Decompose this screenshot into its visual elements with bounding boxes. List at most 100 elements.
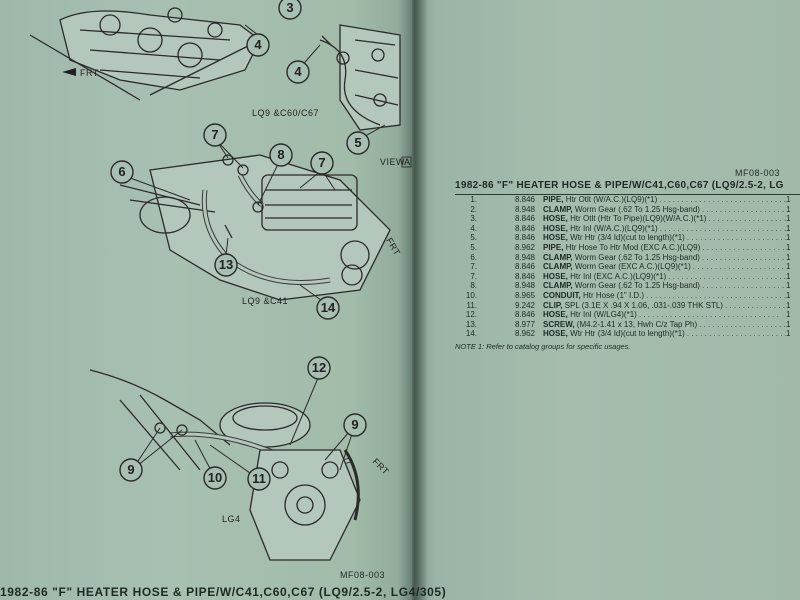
parts-row-name: HOSE, [543,271,568,281]
callout-7-left: 7 [211,127,218,142]
parts-row-name: CLAMP, [543,262,573,272]
leader-dots: . . . . . . . . . . . . . . . . . . . . … [659,195,786,204]
engine-label-lg4: LG4 [222,514,241,524]
parts-row: 14. 8.962 HOSE, Wtr Htr (3/4 Id)(cut to le… [455,329,800,339]
parts-row-part-number: 8.846 [514,214,535,224]
leader-dots: . . . . . . . . . . . . . . . . . . . . … [701,204,786,214]
parts-row-description: HOSE, Htr Inl (W/LG4)(*1) [543,310,637,320]
callout-6: 6 [118,164,125,179]
parts-row-quantity: 1 [786,329,791,339]
parts-list: 1982-86 "F" HEATER HOSE & PIPE/W/C41,C60… [455,180,800,351]
parts-row-name: PIPE, [543,242,564,252]
parts-row-part-number: 8.948 [514,204,535,214]
parts-row-name: CONDUIT, [543,290,581,300]
parts-row-detail: Htr Hose (1" I.D.) [583,290,645,300]
parts-row-quantity: 1 [786,319,791,329]
parts-row-number: 8. [470,281,477,291]
leader-dots: . . . . . . . . . . . . . . . . . . . . … [702,242,786,252]
callout-13: 13 [219,257,233,272]
parts-row-description: HOSE, Htr Otlt (Htr To Pipe)(LQ9)(W/A.C.… [543,214,706,224]
right-figure-code: MF08-003 [735,168,781,178]
parts-row-quantity: 1 [786,204,791,214]
bottom-heading: 1982-86 "F" HEATER HOSE & PIPE/W/C41,C60… [0,585,447,599]
frt-label-mid: FRT [384,236,402,257]
parts-row-detail: Htr Inl (W/LG4)(*1) [570,310,637,320]
parts-row-quantity: 1 [786,233,791,243]
engine-label-lq9-c41: LQ9 &C41 [242,296,288,306]
leader-dots: . . . . . . . . . . . . . . . . . . . . … [646,290,786,300]
parts-row-part-number: 8.948 [514,252,535,262]
parts-row-number: 13. [465,319,477,329]
book-gutter [398,0,428,600]
parts-row-number: 14. [465,329,477,339]
callout-4-right: 4 [294,64,302,79]
parts-row-name: PIPE, [543,195,564,204]
parts-row-detail: SPL (3.1E X .94 X 1.06, .031-.039 THK ST… [564,300,723,310]
callout-8: 8 [277,147,284,162]
parts-row-quantity: 1 [786,290,791,300]
parts-row-quantity: 1 [786,281,791,291]
parts-title: 1982-86 "F" HEATER HOSE & PIPE/W/C41,C60… [455,180,800,195]
parts-row-detail: Htr Otlt (W/A.C.)(LQ9)(*1) [565,195,658,204]
parts-row-number: 10. [465,290,477,300]
parts-row-part-number: 8.962 [514,329,535,339]
heater-hose-diagram [29,0,401,561]
parts-row-detail: Worm Gear (EXC A.C.)(LQ9)(*1) [574,262,691,272]
callout-11: 11 [252,471,266,486]
parts-row-description: CLAMP, Worm Gear (.62 To 1.25 Hsg-band) [543,205,700,215]
callout-5: 5 [354,135,361,150]
parts-row-name: HOSE, [543,214,568,224]
parts-row-description: PIPE, Htr Otlt (W/A.C.)(LQ9)(*1) [543,195,657,205]
parts-row-name: HOSE, [543,223,568,233]
parts-row-quantity: 1 [786,195,791,204]
engine-label-lq9-c60: LQ9 &C60/C67 [252,108,319,118]
parts-row-part-number: 9.242 [514,300,535,310]
leader-dots: . . . . . . . . . . . . . . . . . . . . … [724,300,786,310]
leader-dots: . . . . . . . . . . . . . . . . . . . . … [699,319,786,329]
parts-row-quantity: 1 [786,271,791,281]
parts-row-detail: Worm Gear (.62 To 1.25 Hsg-band) [574,252,700,262]
parts-row-name: HOSE, [543,329,568,339]
parts-row-description: HOSE, Htr Inl (W/A.C.)(LQ9)(*1) [543,224,658,234]
parts-row-part-number: 8.846 [514,262,535,272]
leader-dots: . . . . . . . . . . . . . . . . . . . . … [668,271,786,281]
parts-row-number: 7. [470,262,477,272]
parts-note: NOTE 1: Refer to catalog groups for spec… [455,341,631,351]
parts-row-part-number: 8.846 [514,233,535,243]
parts-row-number: 4. [470,223,477,233]
parts-row-description: HOSE, Htr Inl (EXC A.C.)(LQ9)(*1) [543,272,666,282]
parts-row-number: 7. [470,271,477,281]
leader-dots: . . . . . . . . . . . . . . . . . . . . … [708,214,786,224]
parts-row-description: HOSE, Wtr Htr (3/4 Id)(cut to length)(*1… [543,329,685,339]
parts-row-quantity: 1 [786,300,791,310]
callout-numbers: 3 4 4 5 7 8 6 7 13 14 9 10 11 12 9 FRT L… [62,0,412,524]
parts-row-part-number: 8.965 [514,290,535,300]
parts-row: 10. 8.965 CONDUIT, Htr Hose (1" I.D.). . .… [455,291,800,301]
callout-12: 12 [312,360,326,375]
parts-row-name: HOSE, [543,233,568,243]
parts-row-name: SCREW, [543,319,575,329]
parts-row-name: HOSE, [543,310,568,320]
parts-row-description: CLAMP, Worm Gear (EXC A.C.)(LQ9)(*1) [543,262,691,272]
leader-dots: . . . . . . . . . . . . . . . . . . . . … [701,252,786,262]
parts-row-part-number: 8.977 [514,319,535,329]
callout-9-right: 9 [351,417,358,432]
parts-row-name: CLAMP, [543,204,573,214]
parts-row-description: PIPE, Htr Hose To Htr Mod (EXC A.C.)(LQ9… [543,243,700,253]
callout-3: 3 [286,0,293,15]
parts-row: 7. 8.846 CLAMP, Worm Gear (EXC A.C.)(LQ9)(… [455,262,800,272]
parts-row-number: 1. [470,195,477,204]
right-page [412,0,800,600]
parts-row-quantity: 1 [786,310,791,320]
